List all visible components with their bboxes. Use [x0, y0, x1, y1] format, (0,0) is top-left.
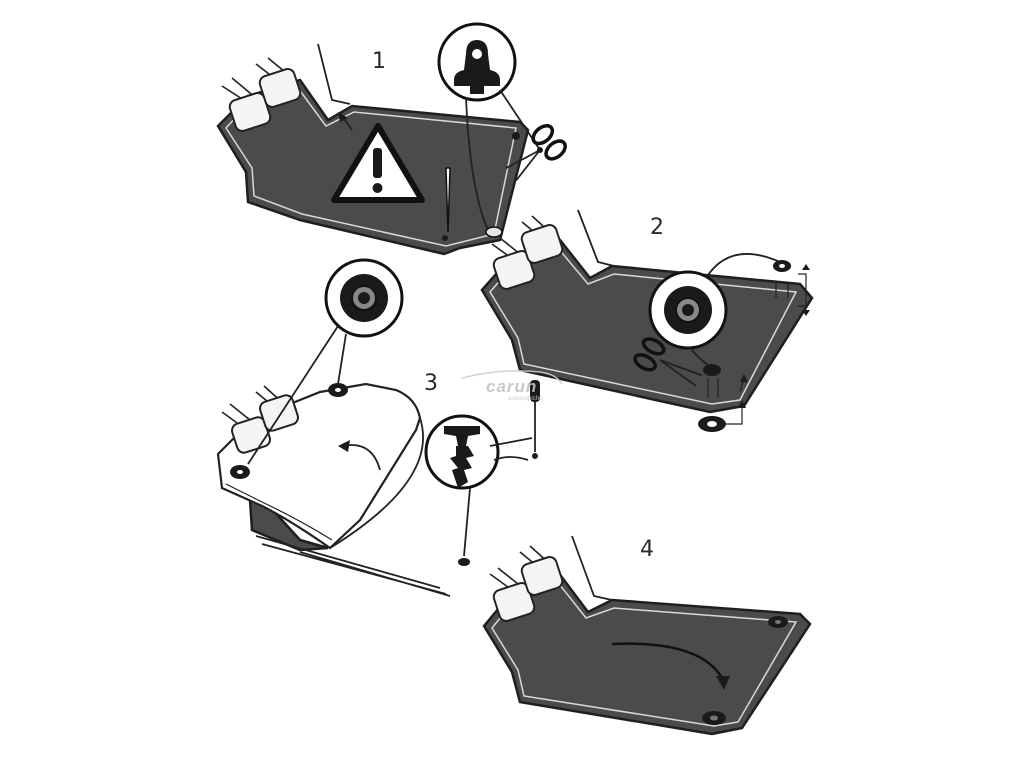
step-3-panel: 3 — [216, 258, 540, 597]
retainer-ring-icon — [340, 274, 388, 322]
pedal-stems — [221, 57, 291, 105]
pedal-right — [520, 556, 564, 596]
step-4-panel: 4 — [482, 535, 812, 736]
watermark: carun autoteppiche — [461, 370, 563, 402]
step-1-number: 1 — [372, 49, 386, 74]
floor-mat-step-3-flipped — [216, 382, 422, 550]
retainer-ring-icon — [664, 286, 712, 334]
pedal-right — [520, 224, 564, 264]
floor-mat-step-4 — [482, 570, 812, 736]
watermark-brand: carun — [486, 377, 537, 396]
pedal-left — [492, 250, 536, 290]
pedal-left — [228, 92, 272, 132]
step-2-panel: 2 — [480, 209, 814, 432]
step-4-number: 4 — [640, 537, 654, 562]
watermark-tagline: autoteppiche — [508, 396, 543, 402]
fastener-clip-icon — [454, 40, 500, 94]
screwdriver-icon — [442, 167, 451, 241]
step-3-number: 3 — [424, 371, 438, 396]
pedal-left — [492, 582, 536, 622]
step-2-number: 2 — [650, 215, 664, 240]
screwdriver-icon — [530, 380, 540, 459]
scissors-icon — [633, 337, 702, 387]
pedal-right — [259, 394, 299, 432]
scissors-icon — [505, 124, 567, 182]
fastener-clip-icon — [444, 426, 480, 488]
pedal-right — [258, 68, 302, 108]
warning-triangle-icon — [331, 123, 425, 203]
firewall-line — [317, 43, 351, 105]
step-1-panel: 1 — [216, 22, 567, 256]
